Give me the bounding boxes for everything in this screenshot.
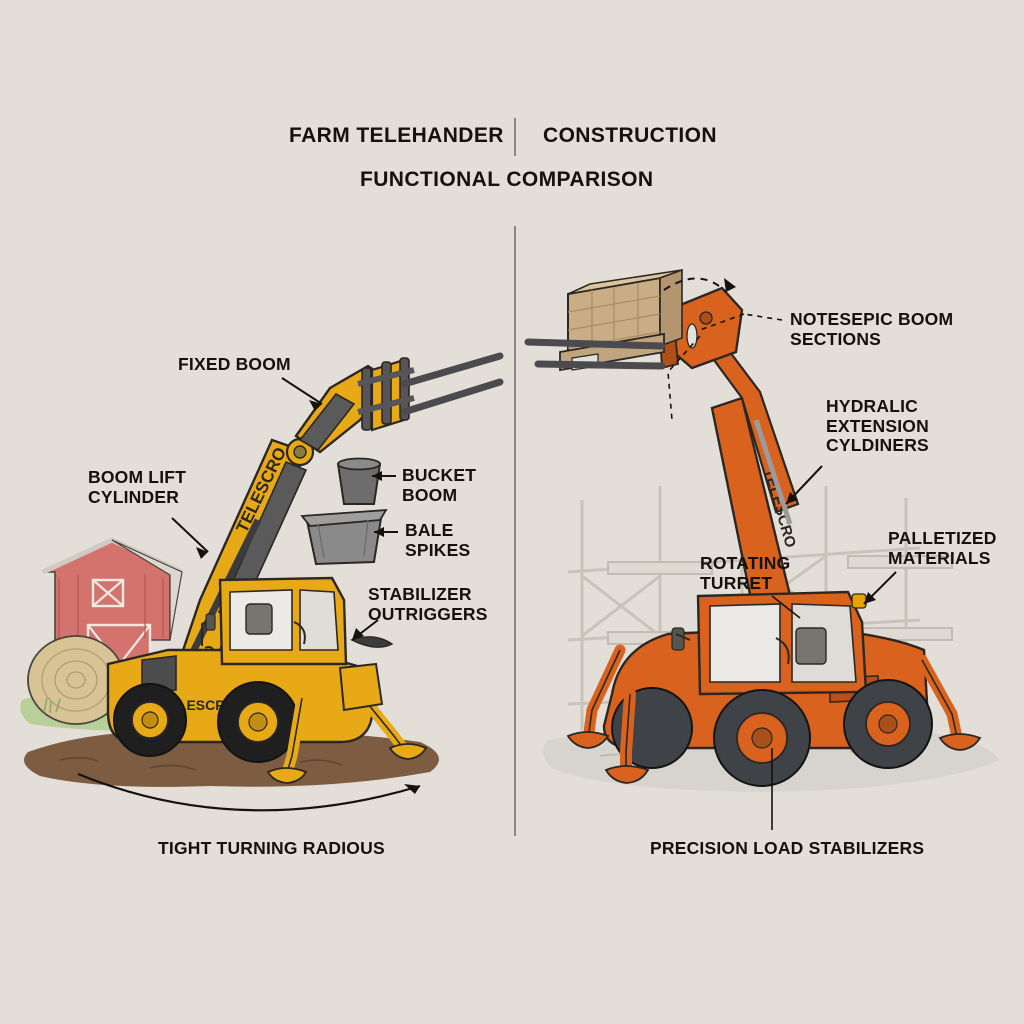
steering-column (775, 637, 790, 665)
rotation-arrow-icon (663, 277, 736, 293)
label-tight-turning-radious: TIGHT TURNING RADIOUS (158, 838, 385, 858)
wheel-front (713, 689, 811, 787)
outrigger-pad (566, 731, 610, 749)
fork-carriage (357, 357, 415, 432)
outrigger-pad (604, 765, 650, 784)
beacon-light-icon (851, 593, 867, 609)
operator-seat (795, 627, 827, 665)
load-stabilizer-front-left (604, 688, 650, 784)
engine-panel (141, 655, 177, 693)
label-palletized-materials: PALLETIZED MATERIALS (888, 528, 997, 568)
mirror-icon (205, 613, 216, 631)
outrigger-pad (266, 767, 308, 784)
fork-tines (524, 338, 666, 370)
load-stabilizer-rear-right (916, 654, 982, 751)
hay-bale-icon (27, 635, 125, 725)
label-boom-lift-cylinder: BOOM LIFT CYLINDER (88, 467, 187, 507)
page-title-right: CONSTRUCTION (543, 124, 717, 147)
label-precision-load-stabilizers: PRECISION LOAD STABILIZERS (650, 838, 925, 858)
farm-scene: TELESCRO (20, 352, 504, 787)
outrigger-pad (938, 733, 982, 751)
label-bucket-boom: BUCKET BOOM (402, 465, 477, 505)
outrigger-pad (388, 743, 428, 760)
stabilizer-outrigger-right (354, 688, 428, 760)
leader-lines (171, 313, 897, 830)
label-fixed-boom: FIXED BOOM (178, 354, 291, 374)
operator-seat (245, 603, 273, 635)
label-telescopic-boom-sections: NOTESEPIC BOOM SECTIONS (790, 309, 954, 349)
page-subtitle: FUNCTIONAL COMPARISON (360, 168, 654, 191)
label-hydraulic-extension-cylinders: HYDRALIC EXTENSION CYLDINERS (826, 396, 929, 456)
steering-column (293, 621, 306, 645)
wheel-front (113, 683, 187, 757)
wheel-rear (217, 681, 299, 763)
load-stabilizer-rear-left (566, 644, 626, 749)
label-rotating-turret: ROTATING TURRET (700, 553, 791, 593)
stabilizer-outrigger-left (266, 692, 308, 784)
operator-cab (671, 590, 868, 696)
label-stabilizer-outriggers: STABILIZER OUTRIGGERS (368, 584, 488, 624)
label-bale-spikes: BALE SPIKES (405, 520, 471, 560)
wheel-rear (843, 679, 933, 769)
title-divider (514, 118, 516, 156)
bucket-attachment-icon (336, 457, 382, 505)
hydraulic-extension-cylinder-part (753, 419, 793, 525)
page-title-left: FARM TELEHANDER (289, 124, 504, 147)
operator-cab (201, 576, 348, 666)
fork-tines (400, 352, 504, 416)
bale-spike-tray-icon (300, 508, 388, 566)
turning-radius-arc (77, 772, 421, 812)
mirror-icon (671, 627, 685, 651)
